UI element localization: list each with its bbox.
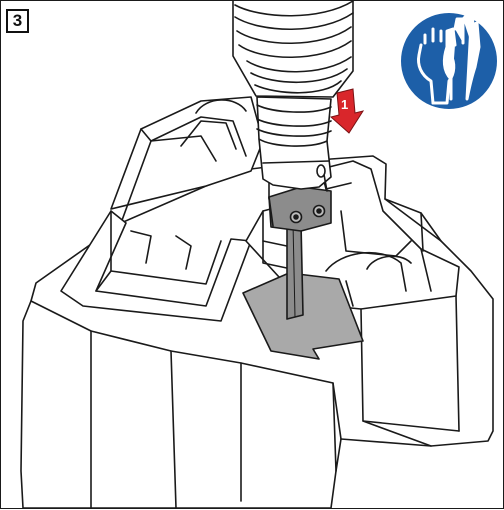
gloves-icon — [417, 13, 481, 105]
left-lid — [60, 210, 252, 322]
step-number: 3 — [12, 11, 23, 30]
red-down-arrow — [329, 88, 365, 134]
torch-neck — [258, 138, 332, 190]
callout-label: 1 — [341, 97, 348, 112]
corrugated-hose — [232, 1, 354, 98]
step-number-badge: 3 — [6, 9, 29, 33]
protective-gloves-mandatory-sign — [399, 11, 499, 111]
direction-arrow-callout: 1 — [329, 88, 365, 134]
